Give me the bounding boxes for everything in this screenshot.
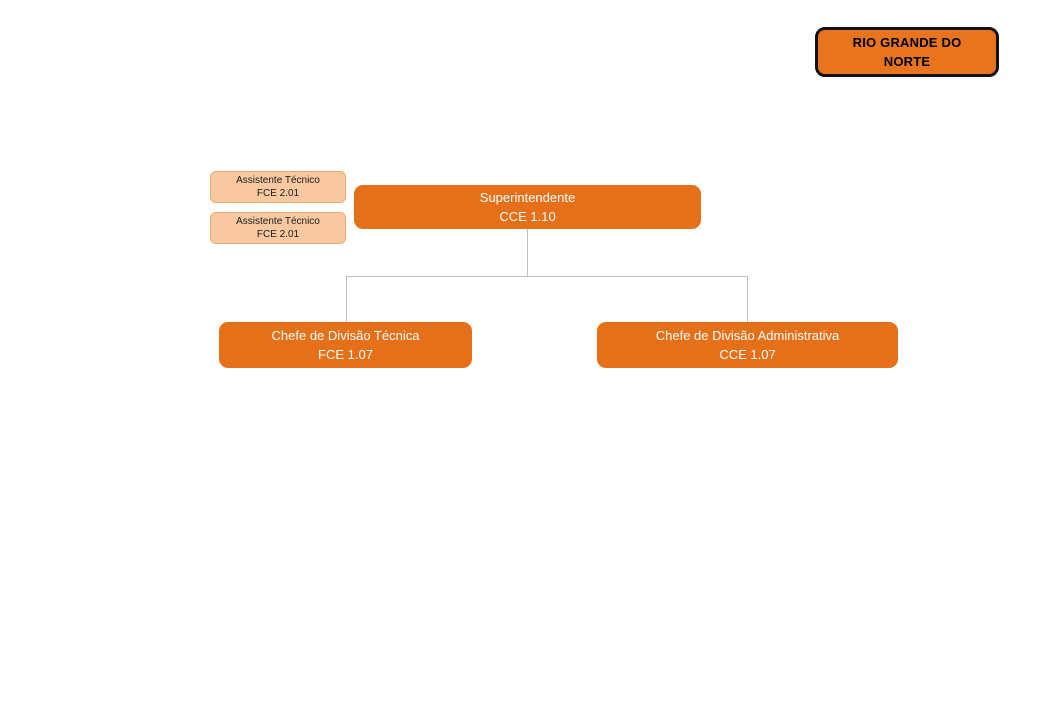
connector-right-drop <box>747 276 748 322</box>
connector-root-stem <box>527 229 528 276</box>
connector-horizontal-bar <box>346 276 748 277</box>
org-node-chefe-divisao-tecnica: Chefe de Divisão Técnica FCE 1.07 <box>219 322 472 368</box>
node-code: FCE 2.01 <box>256 229 300 240</box>
org-node-assistente-tecnico-1: Assistente Técnico FCE 2.01 <box>210 171 346 203</box>
node-title: Superintendente <box>479 190 576 205</box>
node-title: Chefe de Divisão Administrativa <box>655 328 840 343</box>
node-title: Assistente Técnico <box>236 216 320 227</box>
node-code: CCE 1.10 <box>499 209 556 224</box>
org-node-assistente-tecnico-2: Assistente Técnico FCE 2.01 <box>210 212 346 244</box>
node-code: FCE 2.01 <box>256 188 300 199</box>
state-name-badge-line2: NORTE <box>883 54 931 69</box>
state-name-badge-line1: RIO GRANDE DO <box>852 35 962 50</box>
state-name-badge: RIO GRANDE DO NORTE <box>815 27 999 77</box>
node-title: Assistente Técnico <box>236 175 320 186</box>
node-code: CCE 1.07 <box>719 347 776 362</box>
node-title: Chefe de Divisão Técnica <box>271 328 420 343</box>
org-node-superintendente: Superintendente CCE 1.10 <box>354 185 701 229</box>
connector-left-drop <box>346 276 347 322</box>
org-node-chefe-divisao-administrativa: Chefe de Divisão Administrativa CCE 1.07 <box>597 322 898 368</box>
node-code: FCE 1.07 <box>318 347 373 362</box>
